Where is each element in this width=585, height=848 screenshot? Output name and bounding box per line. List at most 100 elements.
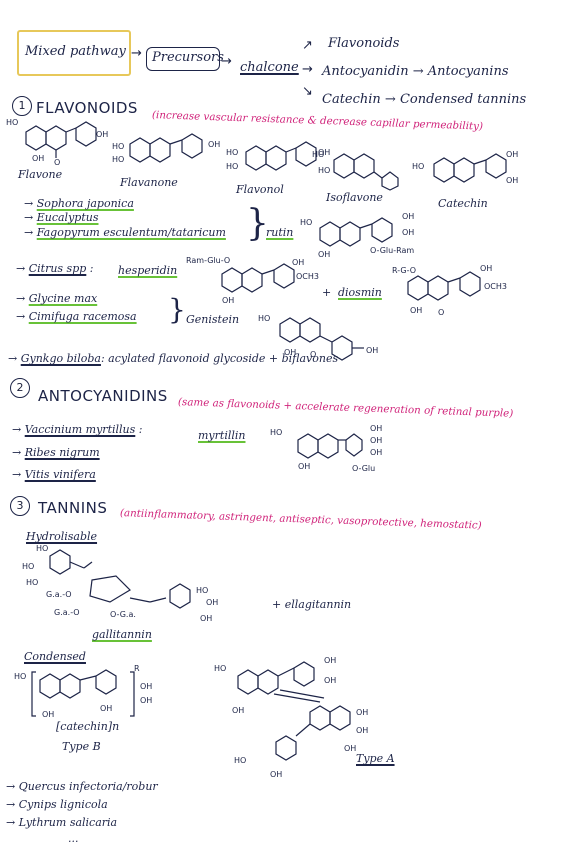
catechin-structure <box>433 153 507 183</box>
atom-label: HO <box>22 562 35 571</box>
hesperidin-structure <box>221 263 295 293</box>
atom-label: HO <box>6 118 19 127</box>
plus-sign: + <box>322 286 332 299</box>
atom-label: OH <box>140 696 153 705</box>
arrow-icon: → <box>12 468 25 481</box>
branch-antocyanidin: Antocyanidin → Antocyanins <box>322 64 509 79</box>
atom-label: OH <box>370 424 383 433</box>
atom-label: OH <box>324 656 337 665</box>
source-cynips: → Cynips lignicola <box>6 798 108 811</box>
source-glycine: → Glycine max <box>16 292 97 305</box>
source-ginkgo: → Gynkgo biloba: acylated flavonoid glyc… <box>8 352 338 365</box>
atom-label: HO <box>14 672 27 681</box>
structure-label-flavone: Flavone <box>18 168 63 181</box>
mixed-pathway-label: Mixed pathway <box>25 44 126 59</box>
atom-label: R <box>134 664 140 673</box>
branch-flavonoids: Flavonoids <box>328 36 400 51</box>
source-cimifuga: → Cimifuga racemosa <box>16 310 137 323</box>
arrow-icon: → <box>6 816 19 829</box>
hesperidin-label: hesperidin <box>118 264 178 277</box>
arrow-icon: → <box>16 310 29 323</box>
atom-label: HO <box>112 155 125 164</box>
atom-label: OH <box>506 176 519 185</box>
chalcone-label: chalcone <box>240 60 299 75</box>
section-number-3: 3 <box>10 496 30 516</box>
atom-label: OH <box>356 708 369 717</box>
source-name: Lythrum salicaria <box>18 816 118 829</box>
galloyl-label: O-G.a. <box>110 610 136 619</box>
rutin-substituent: O-Glu-Ram <box>370 246 415 255</box>
arrow-icon: → <box>24 197 37 210</box>
arrow-icon: → <box>16 262 29 275</box>
arrow-icon: → <box>24 211 37 224</box>
source-citrus: → Citrus spp : <box>16 262 94 275</box>
arrow-icon: → <box>221 54 232 69</box>
isoflavone-structure <box>333 153 399 191</box>
myrtillin-label: myrtillin <box>198 429 246 442</box>
arrow-up-icon: ↗ <box>302 38 313 53</box>
ram-glu-label: Ram-Glu-O <box>186 256 231 265</box>
flavonoids-note: (increase vascular resistance & decrease… <box>151 109 484 133</box>
ellipsis: ... <box>68 832 79 845</box>
section-number-1: 1 <box>12 96 32 116</box>
arrow-icon: → <box>302 62 313 77</box>
precursors-box <box>146 47 220 71</box>
genistein-label: Genistein <box>186 313 240 326</box>
source-name: Gynkgo biloba <box>20 352 101 365</box>
arrow-icon: → <box>12 423 25 436</box>
atom-label: HO <box>412 162 425 171</box>
antocyanidins-note: (same as flavonoids + accelerate regener… <box>177 396 514 420</box>
galloyl-label: G.a.-O <box>54 608 80 617</box>
type-a-structure <box>237 661 351 761</box>
atom-label: OH <box>366 346 379 355</box>
atom-label: OH <box>318 250 331 259</box>
ellagitannin-label: + ellagitannin <box>272 598 352 611</box>
catechin-n-label: [catechin]n <box>56 720 120 733</box>
source-eucalyptus: → Eucalyptus <box>24 211 98 224</box>
flavone-structure <box>25 121 97 158</box>
tannins-note: (antiinflammatory, astringent, antisepti… <box>119 507 482 532</box>
structure-label-catechin: Catechin <box>438 197 488 210</box>
atom-label: OH <box>32 154 45 163</box>
structure-label-isoflavone: Isoflavone <box>326 191 383 204</box>
atom-label: OH <box>370 448 383 457</box>
arrow-icon: → <box>12 446 25 459</box>
atom-label: O <box>54 158 61 167</box>
source-name: Eucalyptus <box>36 211 99 224</box>
gallitannin-structure <box>49 549 191 609</box>
arrow-icon: → <box>131 46 142 61</box>
atom-label: HO <box>258 314 271 323</box>
atom-label: OH <box>324 676 337 685</box>
arrow-icon: → <box>8 352 21 365</box>
atom-label: HO <box>234 756 247 765</box>
source-vaccinium: → Vaccinium myrtillus : <box>12 423 142 436</box>
mixed-pathway-box <box>17 30 131 76</box>
colon: : <box>86 262 94 275</box>
source-name: Citrus spp <box>28 262 87 275</box>
atom-label: OH <box>140 682 153 691</box>
structure-label-flavonol: Flavonol <box>236 183 284 196</box>
atom-label: O <box>310 350 317 359</box>
atom-label: OH <box>206 598 219 607</box>
arrow-icon: → <box>6 780 19 793</box>
atom-label: OH <box>42 710 55 719</box>
atom-label: OH <box>402 228 415 237</box>
branch-catechin: Catechin → Condensed tannins <box>322 92 527 107</box>
atom-label: HO <box>270 428 283 437</box>
flavonoids-heading: FLAVONOIDS <box>36 99 138 117</box>
atom-label: HO <box>36 544 49 553</box>
source-name: Glycine max <box>28 292 98 305</box>
atom-label: OH <box>292 258 305 267</box>
atom-label: OH <box>200 614 213 623</box>
atom-label: HO <box>112 142 125 151</box>
hydrolisable-label: Hydrolisable <box>26 530 98 543</box>
flavanone-structure <box>129 133 203 163</box>
atom-label: OH <box>284 348 297 357</box>
source-quercus: → Quercus infectoria/robur <box>6 780 158 793</box>
atom-label: OH <box>232 706 245 715</box>
atom-label: HO <box>226 162 239 171</box>
atom-label: OH <box>318 148 331 157</box>
source-name: Cynips lignicola <box>18 798 108 811</box>
atom-label: HO <box>26 578 39 587</box>
source-name: Fagopyrum esculentum/tataricum <box>36 226 226 239</box>
